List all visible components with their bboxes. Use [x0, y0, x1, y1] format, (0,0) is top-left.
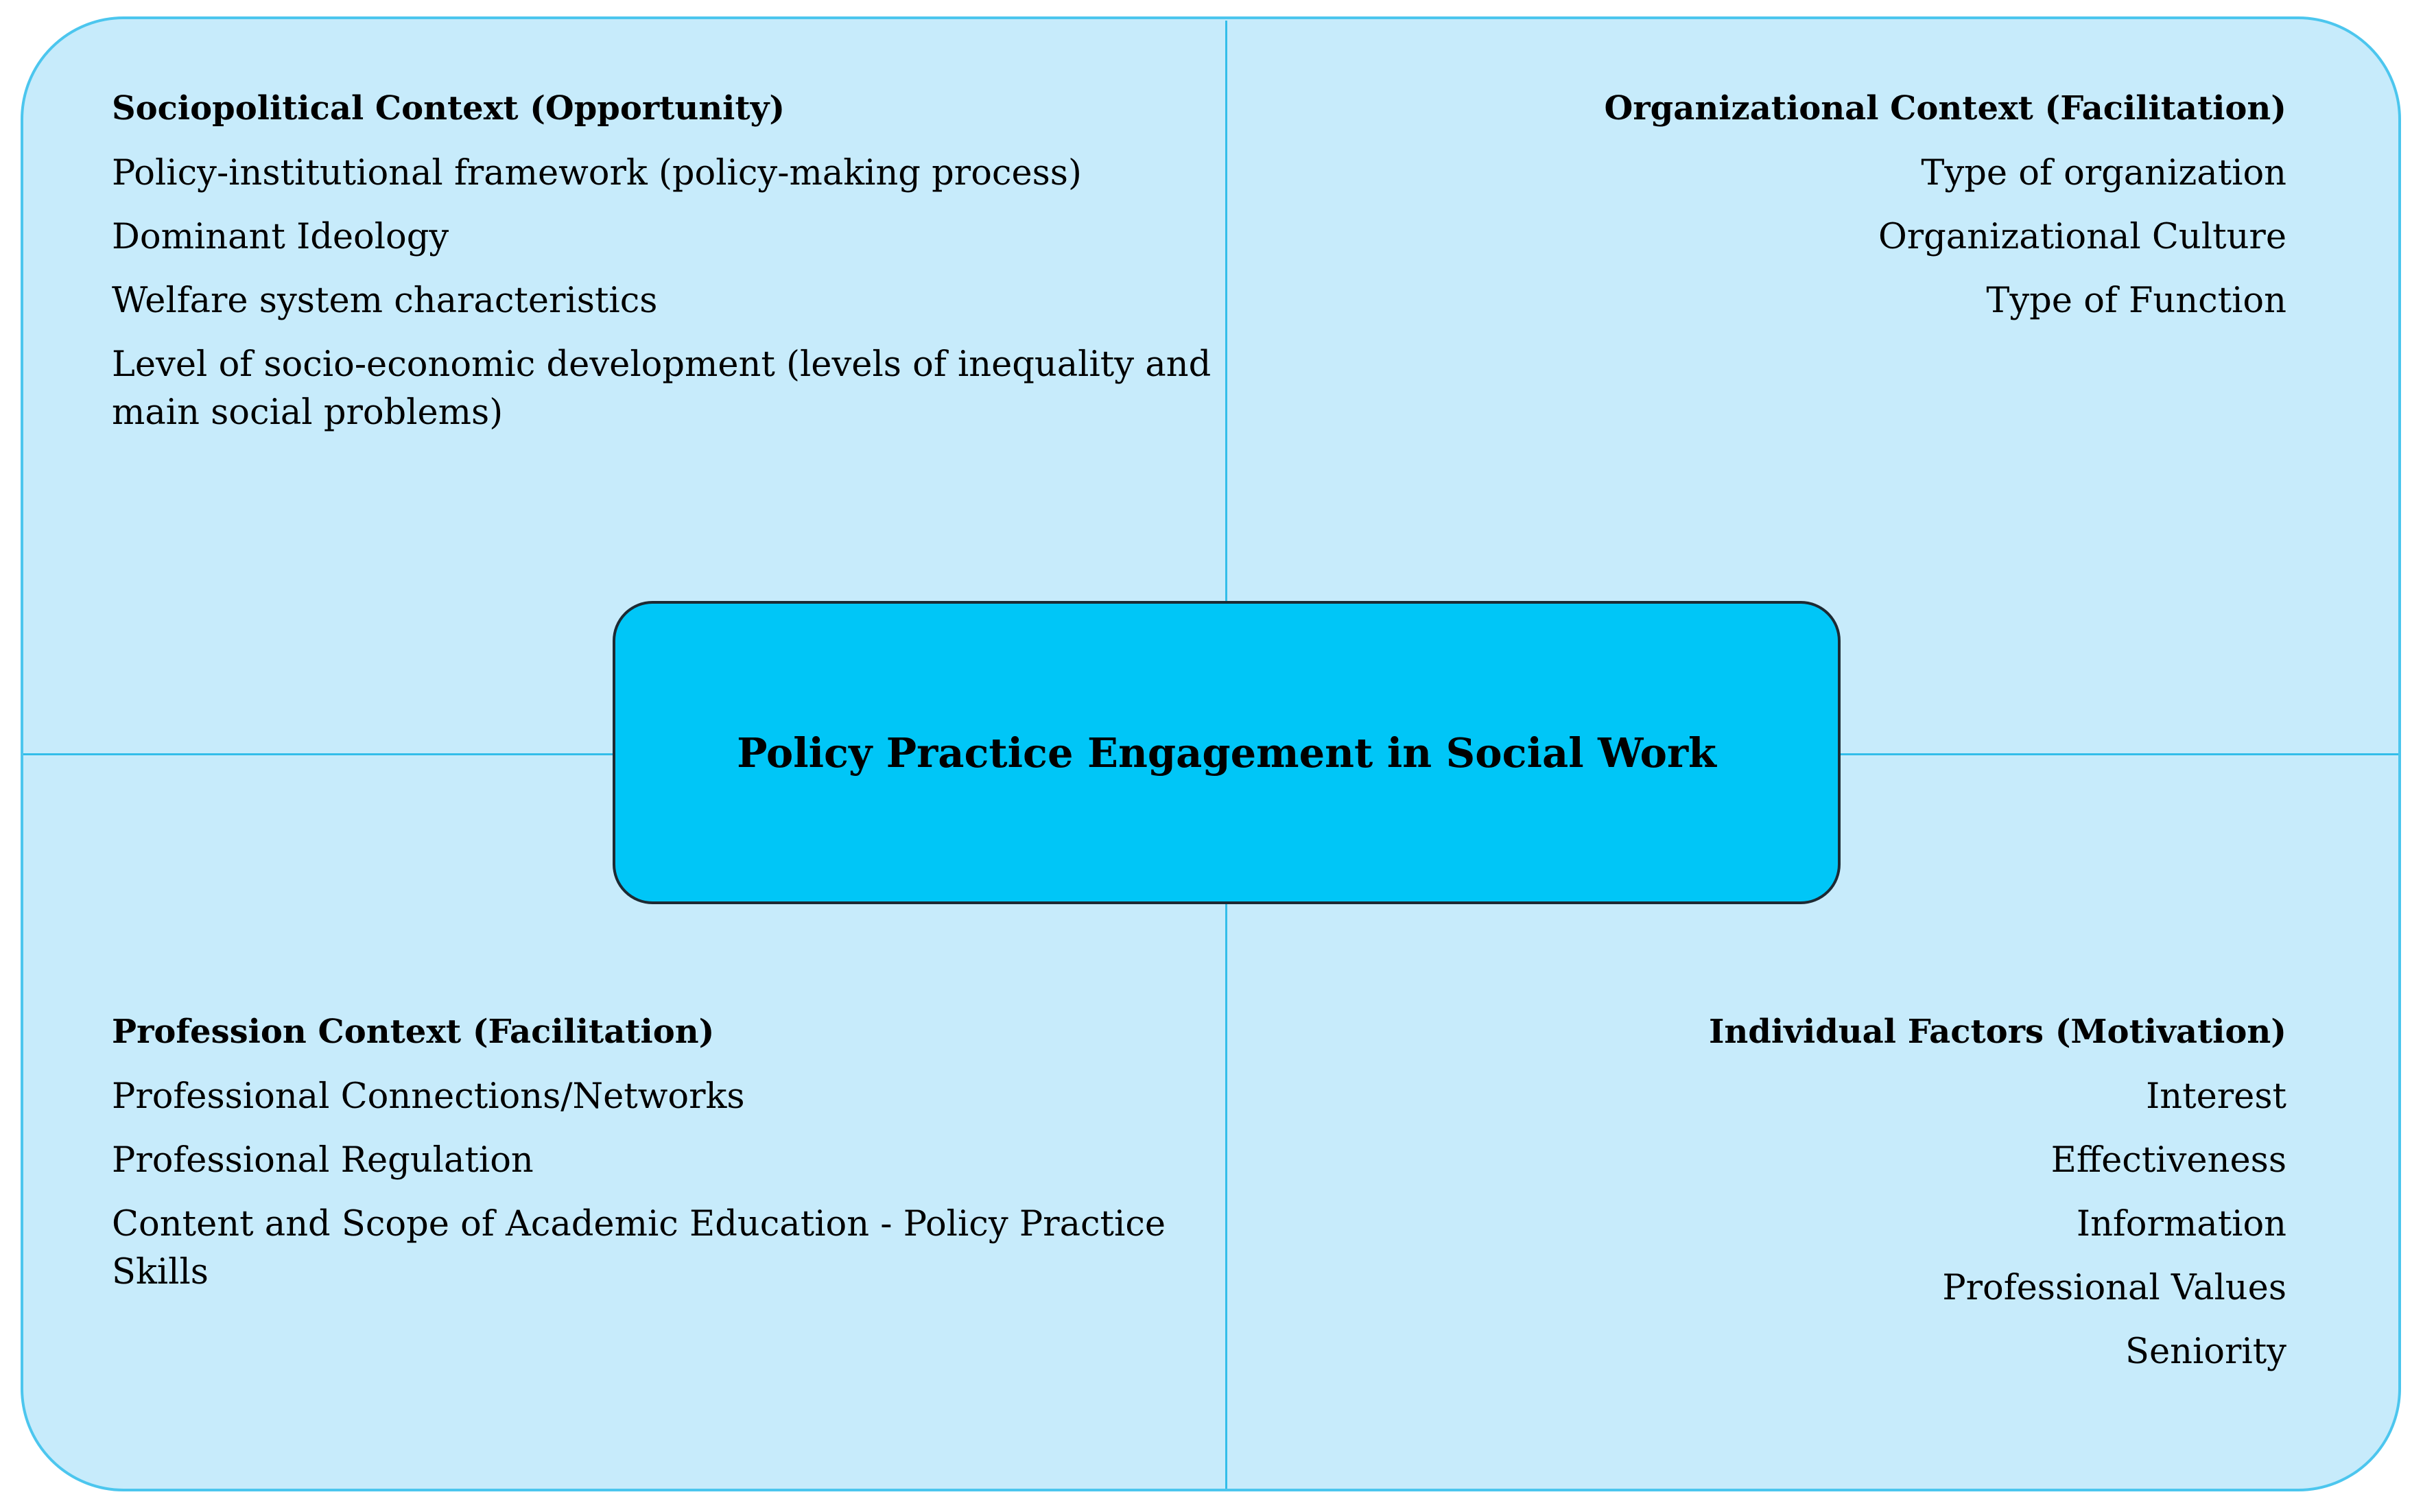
factor-item: Content and Scope of Academic Education …: [112, 1203, 1166, 1292]
quadrant-individual-factors: Individual Factors (Motivation) Interest…: [1175, 1013, 2286, 1392]
quadrant-heading-individual: Individual Factors (Motivation): [1708, 1013, 2286, 1051]
quadrant-organizational-context: Organizational Context (Facilitation) Ty…: [1175, 89, 2286, 341]
quadrant-heading-profession: Profession Context (Facilitation): [112, 1013, 715, 1051]
factor-item: Organizational Culture: [1878, 216, 2286, 257]
quadrant-heading-sociopolitical: Sociopolitical Context (Opportunity): [112, 89, 785, 128]
quadrant-heading-organizational: Organizational Context (Facilitation): [1604, 89, 2286, 128]
central-concept-title: Policy Practice Engagement in Social Wor…: [737, 729, 1716, 777]
factor-item: Welfare system characteristics: [112, 280, 658, 321]
factor-list-profession: Professional Connections/Networks Profes…: [112, 1073, 1223, 1297]
factor-list-organizational: Type of organization Organizational Cult…: [1175, 150, 2286, 325]
factor-item: Policy-institutional framework (policy-m…: [112, 152, 1082, 193]
factor-list-individual: Interest Effectiveness Information Profe…: [1175, 1073, 2286, 1376]
factor-item: Interest: [2146, 1076, 2286, 1117]
factor-item: Effectiveness: [2050, 1139, 2286, 1181]
factor-item: Type of Function: [1986, 280, 2286, 321]
factor-item: Professional Values: [1942, 1267, 2286, 1308]
factor-item: Information: [2076, 1203, 2286, 1244]
quadrant-profession-context: Profession Context (Facilitation) Profes…: [112, 1013, 1223, 1312]
factor-item: Dominant Ideology: [112, 216, 449, 257]
central-concept-box: Policy Practice Engagement in Social Wor…: [613, 601, 1841, 904]
factor-item: Professional Connections/Networks: [112, 1076, 745, 1117]
factor-item: Professional Regulation: [112, 1139, 534, 1181]
factor-item: Seniority: [2125, 1331, 2286, 1372]
factor-item: Type of organization: [1921, 152, 2286, 193]
factor-item: Level of socio-economic development (lev…: [112, 344, 1212, 433]
quadrant-sociopolitical-context: Sociopolitical Context (Opportunity) Pol…: [112, 89, 1223, 453]
factor-list-sociopolitical: Policy-institutional framework (policy-m…: [112, 150, 1223, 437]
